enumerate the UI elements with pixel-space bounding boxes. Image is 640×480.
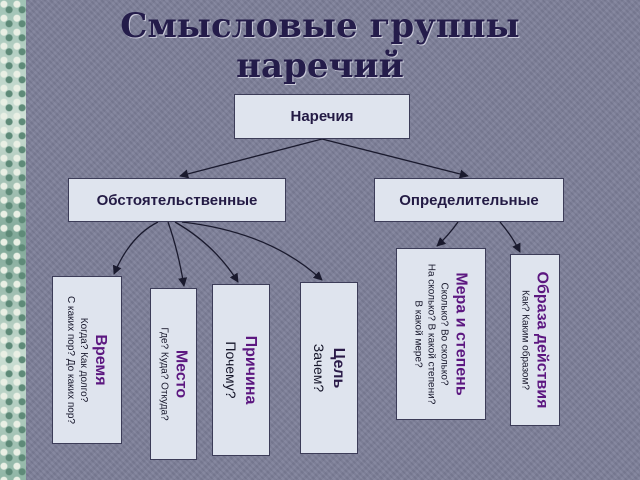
subgroup-measure-q1: Сколько? Во сколько?: [438, 282, 450, 386]
arrow-to-purpose: [181, 221, 323, 281]
subgroup-manner-content: Образа действия Как? Каким образом?: [519, 272, 552, 409]
subgroup-cause-content: Причина Почему?: [222, 336, 260, 405]
arrow-root-to-right: [321, 138, 469, 179]
subgroup-time-box: Время Когда? Как долго? С каких пор? До …: [52, 276, 122, 444]
subgroup-measure-q2: На сколько? В какой степени?: [425, 263, 437, 405]
subgroup-cause-box: Причина Почему?: [212, 284, 270, 456]
subgroup-measure-box: Мера и степень Сколько? Во сколько? На с…: [396, 248, 486, 420]
page-title: Смысловые группы наречий: [120, 6, 520, 86]
subgroup-manner-box: Образа действия Как? Каким образом?: [510, 254, 560, 426]
subgroup-place-name: Место: [172, 349, 189, 399]
subgroup-measure-name: Мера и степень: [452, 272, 470, 396]
subgroup-time-name: Время: [92, 334, 109, 386]
subgroup-cause-name: Причина: [242, 335, 259, 405]
subgroup-time-q2: С каких пор? До каких пор?: [65, 296, 76, 424]
decorative-border: [0, 0, 26, 480]
subgroup-purpose-q1: Зачем?: [311, 343, 327, 393]
arrow-to-time: [112, 221, 159, 275]
subgroup-measure-content: Мера и степень Сколько? Во сколько? На с…: [412, 264, 471, 405]
subgroup-place-q1: Где? Куда? Откуда?: [158, 327, 169, 421]
group-left-label: Обстоятельственные: [96, 191, 258, 209]
group-right-label: Определительные: [399, 191, 539, 209]
subgroup-purpose-name: Цель: [330, 347, 347, 389]
subgroup-time-q1: Когда? Как долго?: [78, 317, 89, 403]
subgroup-purpose-content: Цель Зачем?: [310, 344, 348, 392]
arrow-to-measure: [436, 221, 459, 247]
subgroup-measure-q3: В какой мере?: [412, 300, 424, 368]
subgroup-purpose-box: Цель Зачем?: [300, 282, 358, 454]
arrow-root-to-left: [179, 138, 323, 179]
subgroup-manner-name: Образа действия: [533, 271, 551, 409]
subgroup-time-content: Время Когда? Как долго? С каких пор? До …: [64, 296, 110, 424]
root-node-label: Наречия: [290, 108, 354, 125]
arrow-to-place: [167, 221, 188, 287]
group-left-box: Обстоятельственные: [68, 178, 286, 222]
subgroup-cause-q1: Почему?: [223, 341, 239, 399]
arrow-to-cause: [174, 221, 239, 283]
subgroup-manner-q1: Как? Каким образом?: [519, 290, 531, 390]
subgroup-place-content: Место Где? Куда? Откуда?: [157, 327, 190, 420]
subgroup-place-box: Место Где? Куда? Откуда?: [150, 288, 197, 460]
arrow-to-manner: [499, 221, 521, 253]
group-right-box: Определительные: [374, 178, 564, 222]
root-node-box: Наречия: [234, 94, 410, 139]
